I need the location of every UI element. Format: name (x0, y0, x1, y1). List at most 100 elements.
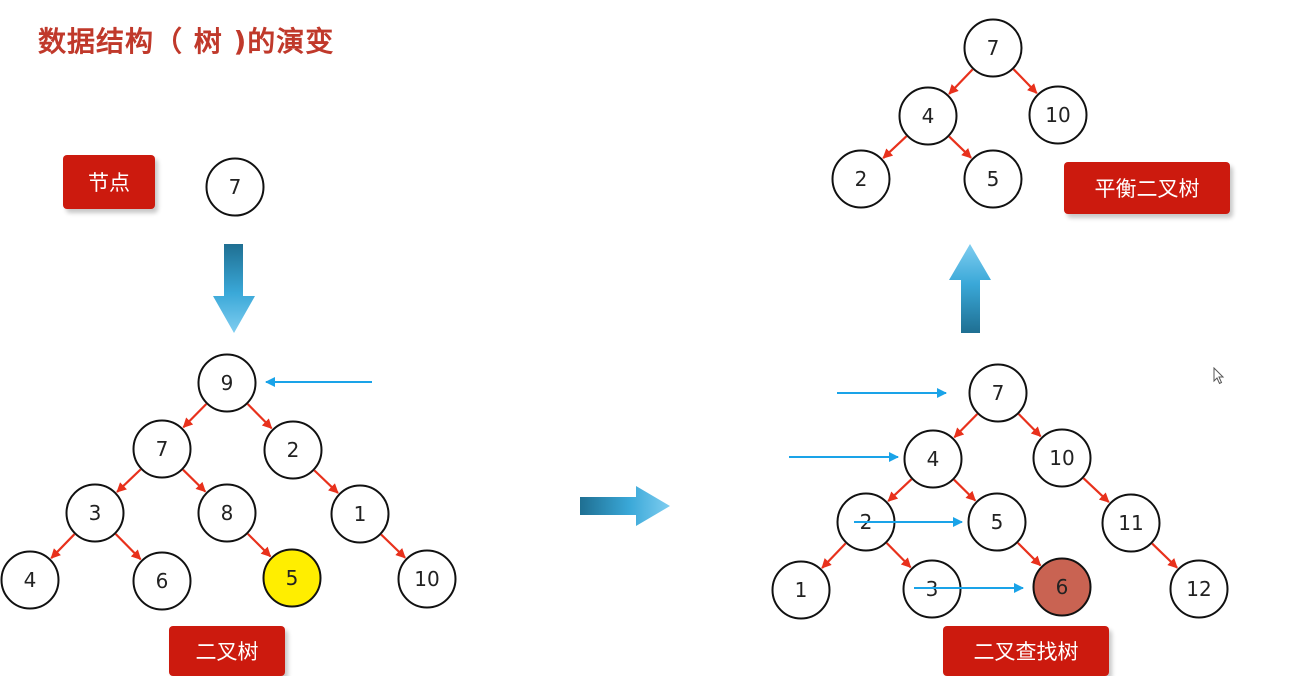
node-circle (262, 548, 322, 608)
node-circle (263, 420, 323, 480)
tree-edge (1082, 477, 1110, 503)
tree-edge (1012, 68, 1038, 94)
tree-edge (821, 542, 847, 569)
node-circle (968, 363, 1028, 423)
cursor-icon (1213, 367, 1225, 385)
node-value: 4 (922, 104, 935, 128)
binary-tree-node: 6 (132, 551, 192, 611)
node-value: 5 (987, 167, 1000, 191)
node-value: 6 (1056, 575, 1069, 599)
node-value: 5 (991, 510, 1004, 534)
tree-edge (247, 533, 272, 558)
bst-node: 1 (771, 560, 831, 620)
binary-tree-node: 2 (263, 420, 323, 480)
up-arrow-icon (949, 244, 991, 333)
tree-edge (1017, 413, 1042, 438)
node-circle (1032, 428, 1092, 488)
node-circle (963, 18, 1023, 78)
node-circle (903, 429, 963, 489)
node-value: 10 (414, 567, 439, 591)
node-value: 6 (156, 569, 169, 593)
node-circle (397, 549, 457, 609)
binary-tree-node: 4 (0, 550, 60, 610)
node-circle (132, 419, 192, 479)
tree-edge (953, 478, 977, 502)
bst-label: 二叉查找树 (943, 626, 1109, 676)
binary-tree-node: 7 (132, 419, 192, 479)
bst-node: 7 (968, 363, 1028, 423)
tree-edge (114, 533, 142, 561)
tree-edge (1017, 542, 1042, 567)
tree-edge (1151, 542, 1178, 569)
binary-tree-node: 3 (65, 483, 125, 543)
down-arrow-icon (213, 244, 255, 333)
balanced-tree-node: 7 (963, 18, 1023, 78)
node-circle (831, 149, 891, 209)
tree-edge (182, 403, 208, 429)
binary-tree-node: 9 (197, 353, 257, 413)
bst-node: 12 (1169, 559, 1229, 619)
tree-edge (246, 403, 273, 430)
right-arrow-icon (580, 486, 670, 526)
node-value: 2 (287, 438, 300, 462)
bst-node: 10 (1032, 428, 1092, 488)
bst-node: 4 (903, 429, 963, 489)
node-circle (1032, 557, 1092, 617)
node-value: 7 (987, 36, 1000, 60)
binary-tree-node: 5 (262, 548, 322, 608)
node-circle (132, 551, 192, 611)
binary-tree-label: 二叉树 (169, 626, 285, 676)
balanced-tree-label: 平衡二叉树 (1064, 162, 1230, 214)
node-circle (65, 483, 125, 543)
node-value: 7 (229, 175, 242, 199)
tree-edge (948, 135, 972, 159)
node-value: 2 (855, 167, 868, 191)
tree-edge (882, 135, 908, 159)
node-label: 节点 (63, 155, 155, 209)
balanced-tree-node: 10 (1028, 85, 1088, 145)
balanced-tree-node: 2 (831, 149, 891, 209)
node-value: 5 (286, 566, 299, 590)
tree-edge (182, 468, 207, 493)
node-circle (1028, 85, 1088, 145)
node-circle (330, 484, 390, 544)
node-circle (963, 149, 1023, 209)
node-circle (898, 86, 958, 146)
node-circle (197, 353, 257, 413)
tree-edge (948, 68, 974, 95)
tree-edge (116, 468, 142, 493)
node-value: 1 (795, 578, 808, 602)
balanced-tree-node: 4 (898, 86, 958, 146)
node-value: 9 (221, 371, 234, 395)
node-value: 3 (89, 501, 102, 525)
tree-edge (887, 478, 913, 502)
node-circle (771, 560, 831, 620)
node-value: 12 (1186, 577, 1211, 601)
tree-edge (953, 413, 979, 439)
tree-edge (380, 533, 406, 559)
tree-edge (50, 533, 76, 559)
binary-tree-node: 8 (197, 483, 257, 543)
node-value: 7 (992, 381, 1005, 405)
binary-tree-node: 1 (330, 484, 390, 544)
node-circle (197, 483, 257, 543)
node-value: 1 (354, 502, 367, 526)
tree-edge (885, 542, 912, 569)
single-node: 7 (205, 157, 265, 217)
node-value: 4 (927, 447, 940, 471)
slide-title: 数据结构（ 树 )的演变 (38, 25, 335, 58)
node-circle (967, 492, 1027, 552)
binary-tree-node: 10 (397, 549, 457, 609)
node-circle (205, 157, 265, 217)
balanced-tree-node: 5 (963, 149, 1023, 209)
bst-node: 6 (1032, 557, 1092, 617)
bst-node: 5 (967, 492, 1027, 552)
node-value: 10 (1045, 103, 1070, 127)
node-value: 11 (1118, 511, 1143, 535)
node-circle (1169, 559, 1229, 619)
node-value: 10 (1049, 446, 1074, 470)
node-circle (0, 550, 60, 610)
node-value: 7 (156, 437, 169, 461)
tree-edge (313, 469, 339, 494)
